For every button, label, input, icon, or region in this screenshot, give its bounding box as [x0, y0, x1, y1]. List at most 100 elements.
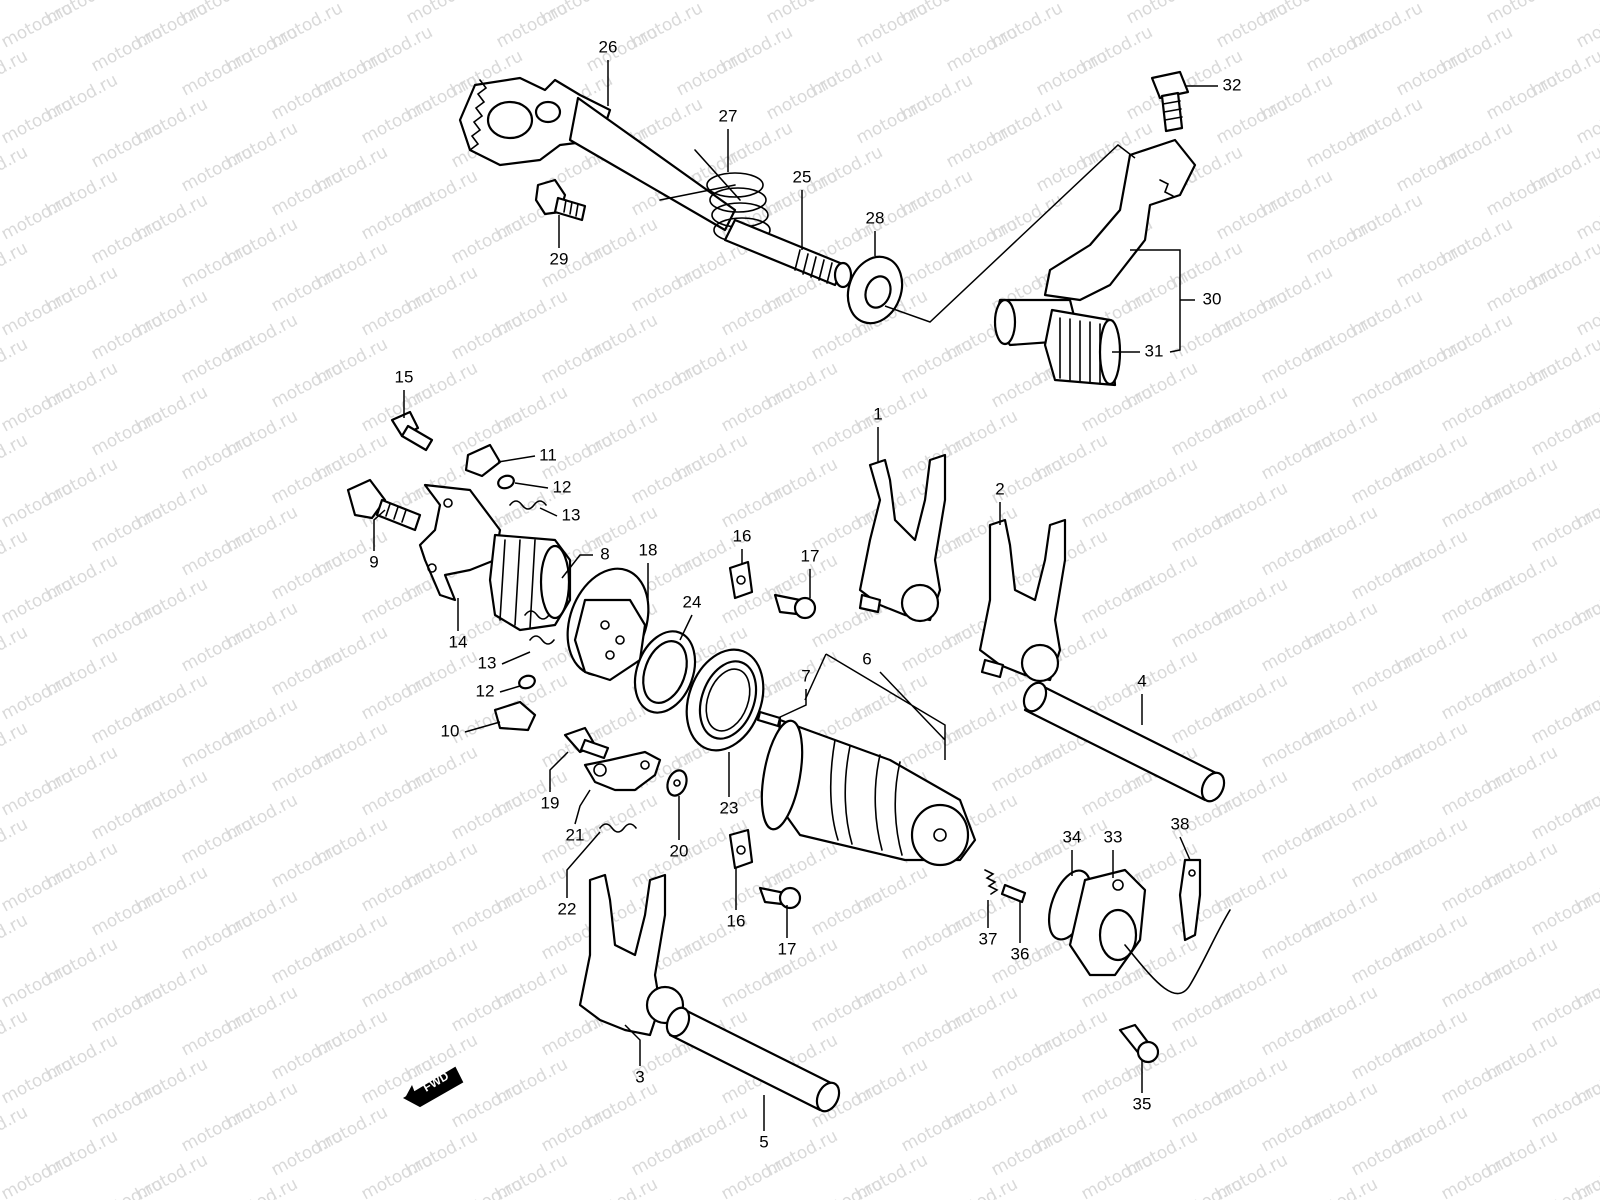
- watermark-text: motod.ru: [0, 286, 76, 340]
- watermark-text: motod.ru: [178, 430, 256, 484]
- watermark-text: motod.ru: [898, 1102, 976, 1156]
- watermark-text: motod.ru: [673, 46, 751, 100]
- watermark-text: motod.ru: [1213, 0, 1291, 52]
- watermark-text: motod.ru: [628, 454, 706, 508]
- watermark-text: motod.ru: [1438, 862, 1516, 916]
- watermark-text: motod.ru: [268, 1126, 346, 1180]
- leader-line-21: [574, 789, 591, 825]
- watermark-text: motod.ru: [0, 1102, 31, 1156]
- watermark-text: motod.ru: [0, 1150, 76, 1200]
- watermark-text: motod.ru: [0, 718, 31, 772]
- watermark-text: motod.ru: [88, 982, 166, 1036]
- watermark-text: motod.ru: [1438, 1150, 1516, 1200]
- shaft-centerline: [884, 144, 1136, 323]
- watermark-text: motod.ru: [1438, 766, 1516, 820]
- watermark-text: motod.ru: [358, 1150, 436, 1200]
- watermark-text: motod.ru: [898, 334, 976, 388]
- watermark-text: motod.ru: [763, 0, 841, 28]
- watermark-text: motod.ru: [538, 334, 616, 388]
- callout-15: 15: [395, 367, 414, 386]
- watermark-text: motod.ru: [358, 190, 436, 244]
- part-18-cam-guide-plate: [566, 567, 650, 682]
- watermark-text: motod.ru: [268, 454, 346, 508]
- watermark-text: motod.ru: [1348, 1126, 1426, 1180]
- part-19-bolt: [563, 726, 610, 760]
- watermark-text: motod.ru: [1483, 166, 1561, 220]
- fwd-direction-badge: FWD: [402, 1066, 464, 1108]
- part-17-screw-upper: [773, 593, 817, 620]
- part-11-pawl-cap: [464, 443, 502, 478]
- watermark-text: motod.ru: [0, 94, 76, 148]
- arrow-left-icon: [402, 1066, 464, 1108]
- watermark-text: motod.ru: [0, 958, 76, 1012]
- watermark-text: motod.ru: [538, 1102, 616, 1156]
- callout-27: 27: [719, 106, 738, 125]
- watermark-text: motod.ru: [1123, 0, 1201, 28]
- watermark-text: motod.ru: [1528, 598, 1600, 652]
- watermark-text: motod.ru: [0, 0, 76, 52]
- watermark-text: motod.ru: [1528, 982, 1600, 1036]
- watermark-text: motod.ru: [268, 742, 346, 796]
- part-22-spring: [599, 823, 637, 833]
- watermark-text: motod.ru: [1078, 1150, 1156, 1200]
- watermark-text: motod.ru: [1078, 766, 1156, 820]
- watermark-text: motod.ru: [718, 1150, 796, 1200]
- watermark-text: motod.ru: [88, 214, 166, 268]
- callout-6: 6: [862, 649, 871, 668]
- watermark-text: motod.ru: [403, 0, 481, 28]
- part-7-cam-pin: [756, 710, 782, 728]
- leader-line-19: [549, 751, 569, 792]
- watermark-text: motod.ru: [88, 598, 166, 652]
- watermark-text: motod.ru: [178, 334, 256, 388]
- leader-line-9: [373, 509, 386, 551]
- callout-31: 31: [1145, 341, 1164, 360]
- callout-26: 26: [599, 37, 618, 56]
- watermark-text: motod.ru: [1483, 70, 1561, 124]
- watermark-text: motod.ru: [88, 502, 166, 556]
- watermark-text: motod.ru: [628, 838, 706, 892]
- part-21-stopper-arm: [583, 750, 662, 792]
- callout-13: 13: [478, 653, 497, 672]
- watermark-text: motod.ru: [1258, 1006, 1336, 1060]
- watermark-text: motod.ru: [808, 982, 886, 1036]
- watermark-text: motod.ru: [1168, 502, 1246, 556]
- watermark-text: motod.ru: [1528, 694, 1600, 748]
- watermark-text: motod.ru: [268, 838, 346, 892]
- switch-lead-wire: [1124, 909, 1231, 995]
- watermark-text: motod.ru: [628, 262, 706, 316]
- leader-line-7: [777, 689, 807, 719]
- watermark-text: motod.ru: [1033, 46, 1111, 100]
- part-17-screw-lower: [758, 886, 802, 910]
- part-15-screw: [390, 410, 434, 452]
- part-5-fork-shaft-no2: [665, 1006, 841, 1113]
- watermark-text: motod.ru: [358, 958, 436, 1012]
- watermark-text: motod.ru: [358, 574, 436, 628]
- watermark-text: motod.ru: [1528, 790, 1600, 844]
- watermark-text: motod.ru: [1483, 262, 1561, 316]
- watermark-text: motod.ru: [1528, 502, 1600, 556]
- watermark-text: motod.ru: [943, 118, 1021, 172]
- watermark-text: motod.ru: [898, 238, 976, 292]
- watermark-text: motod.ru: [268, 1030, 346, 1084]
- part-8-cam-driven-gear: [488, 533, 572, 632]
- callout-labels: 1234567891011121213131415161617171819202…: [369, 37, 1241, 1151]
- watermark-text: motod.ru: [1258, 334, 1336, 388]
- watermark-text: motod.ru: [1168, 598, 1246, 652]
- callout-14: 14: [449, 632, 468, 651]
- callout-12: 12: [476, 681, 495, 700]
- part-12-pawl-upper: [497, 474, 515, 490]
- callout-1: 1: [873, 404, 882, 423]
- part-26-gearshift-arm: [458, 76, 737, 232]
- leader-line-30: [1130, 249, 1195, 353]
- callout-23: 23: [720, 798, 739, 817]
- watermark-text: motod.ru: [808, 1174, 886, 1200]
- callout-36: 36: [1011, 944, 1030, 963]
- watermark-text: motod.ru: [718, 286, 796, 340]
- part-38-lead-clamp: [1178, 858, 1202, 942]
- watermark-text: motod.ru: [1168, 406, 1246, 460]
- part-23-oil-seal-large: [685, 648, 765, 752]
- watermark-text: motod.ru: [853, 0, 931, 52]
- watermark-text: motod.ru: [0, 910, 31, 964]
- watermark-text: motod.ru: [1258, 814, 1336, 868]
